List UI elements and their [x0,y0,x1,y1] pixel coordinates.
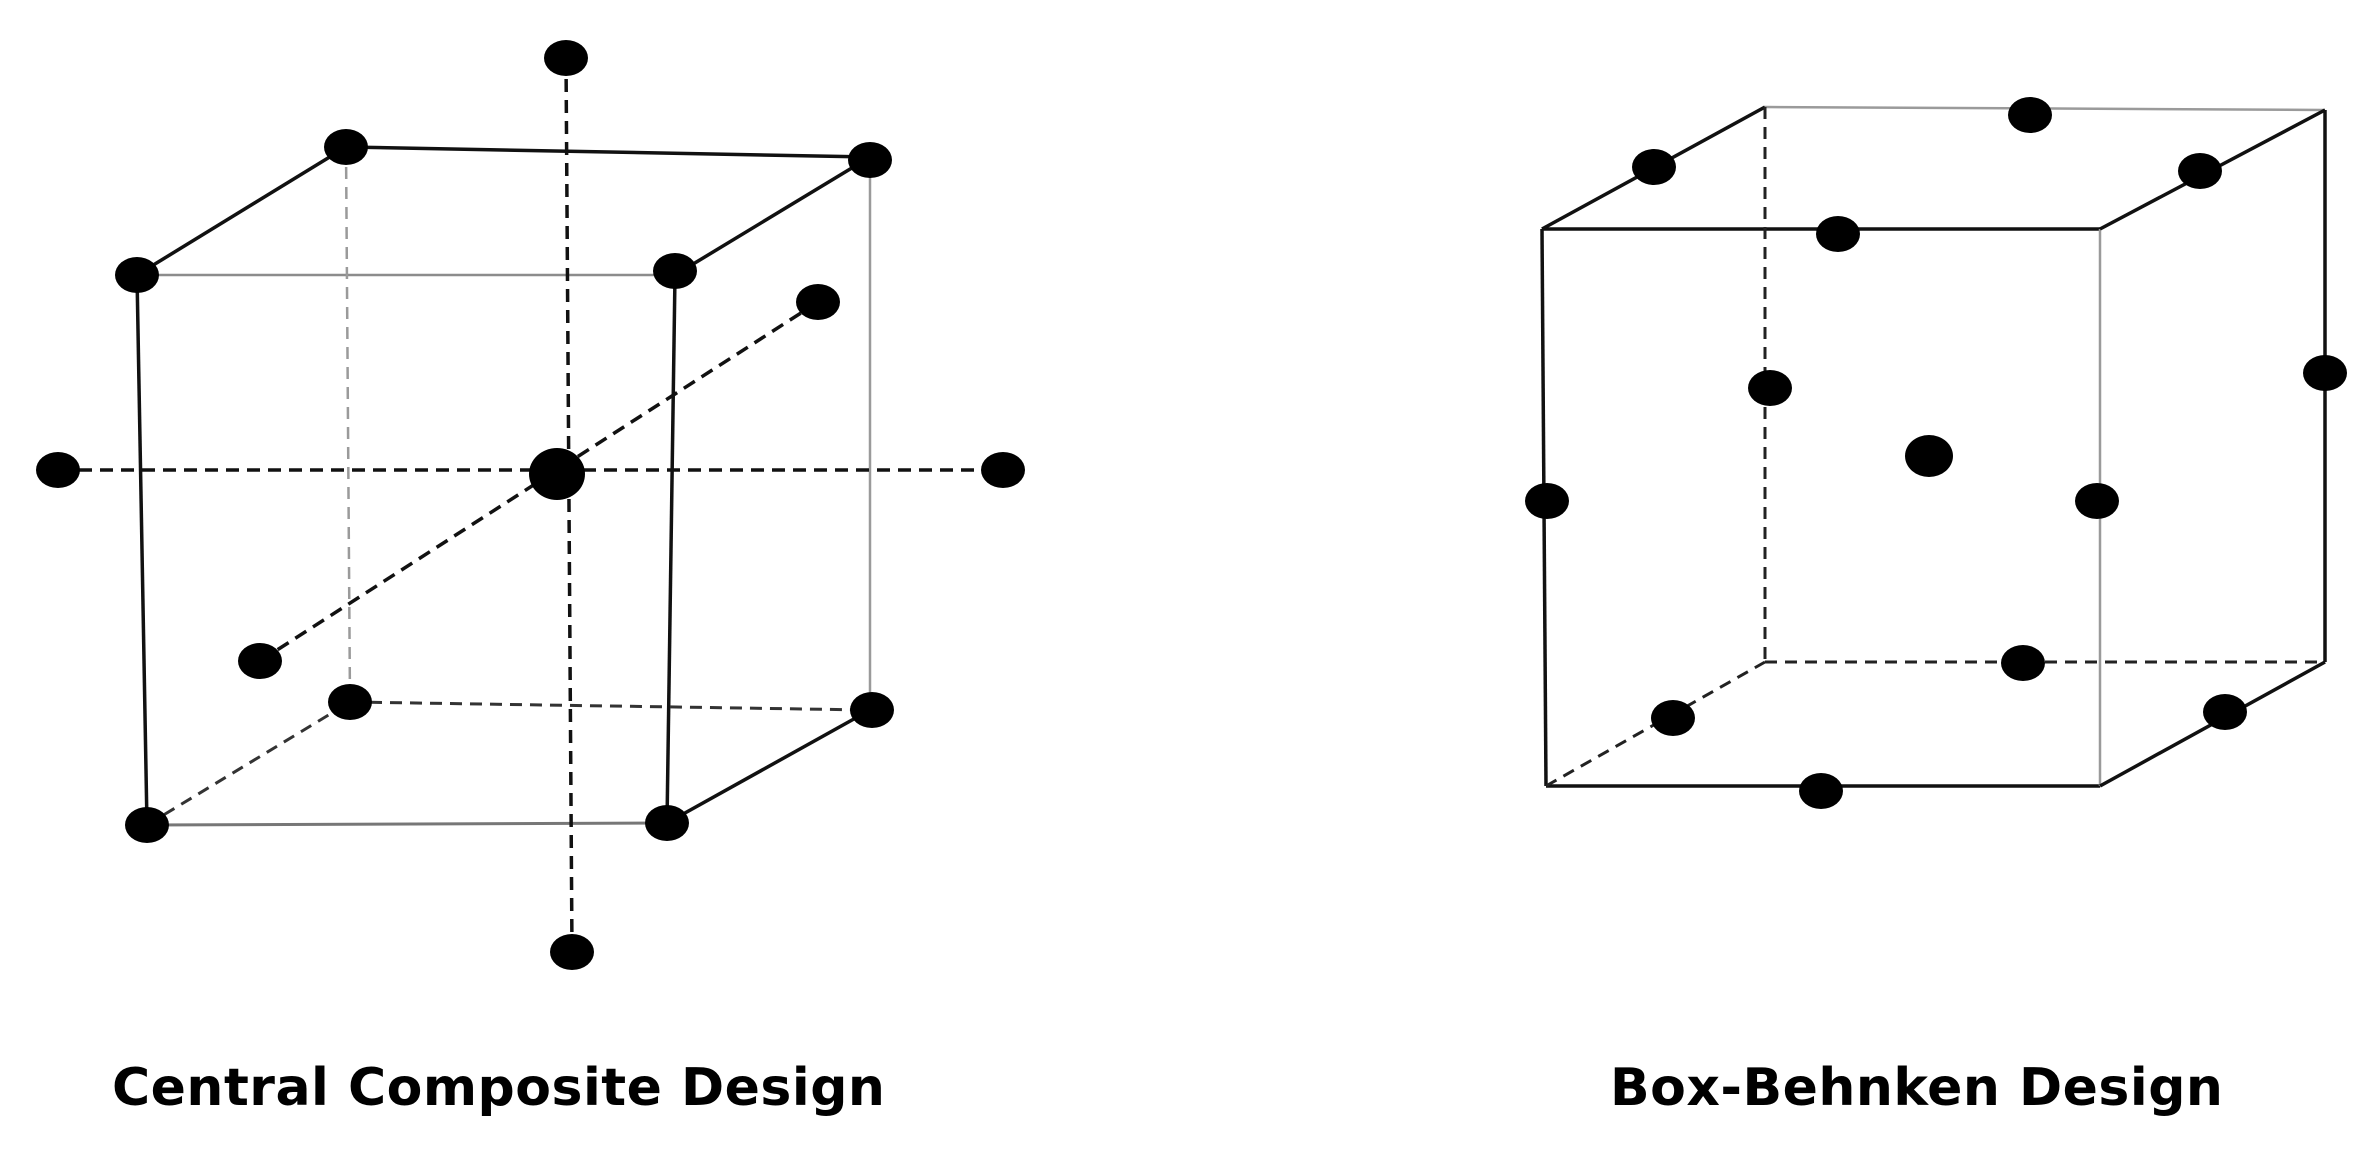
ccd-edge [665,274,677,824]
ccd-axial-point [550,934,594,970]
bbd-edge-point [1525,483,1569,519]
bbd-edge-point [2203,694,2247,730]
ccd-axes [58,57,1003,953]
bbd-edge-points [1525,97,2347,809]
bbd-edge-point [2303,355,2347,391]
bbd-edge-point [1799,773,1843,809]
bbd-center-point [1905,435,1953,477]
ccd-edge [135,274,149,826]
bbd-edge-point [2075,483,2119,519]
ccd-hidden-edge [344,146,352,703]
ccd-hidden-edges [146,146,871,827]
bbd-edge-point [2001,645,2045,681]
ccd-corner-point [645,805,689,841]
ccd-corner-point [115,257,159,293]
ccd-corner-point [328,684,372,720]
ccd-axial-point [238,643,282,679]
ccd-corner-point [125,807,169,843]
ccd-edge [666,708,871,825]
bbd-edge-point [1816,216,1860,252]
ccd-corner-point [848,142,892,178]
ccd-corner-point [324,129,368,165]
ccd-caption: Central Composite Design [112,1058,886,1118]
ccd-corner-point [653,253,697,289]
ccd-corner-points [115,129,894,843]
ccd-axial-points [36,40,1025,970]
bbd-caption: Box-Behnken Design [1610,1058,2224,1118]
bbd-edge-point [2178,153,2222,189]
bbd-edge-point [1651,700,1695,736]
ccd-axial-point [544,40,588,76]
ccd-edge [345,145,871,159]
ccd-axis-depth [259,300,819,663]
ccd-cube-edges [135,145,872,827]
ccd-axis-vertical [564,57,574,953]
ccd-center-point [529,448,585,500]
ccd-axial-point [796,284,840,320]
ccd-axial-point [981,452,1025,488]
ccd-edge [136,145,347,277]
ccd-edge [146,821,668,827]
ccd-axial-point [36,452,80,488]
ccd-hidden-edge [146,700,351,827]
ccd-edge [674,155,871,277]
ccd-figure [36,40,1025,970]
bbd-figure [1525,97,2347,809]
bbd-edge-point [1748,370,1792,406]
bbd-edge-point [1632,149,1676,185]
ccd-hidden-edge [349,700,871,712]
bbd-edge-point [2008,97,2052,133]
ccd-corner-point [850,692,894,728]
